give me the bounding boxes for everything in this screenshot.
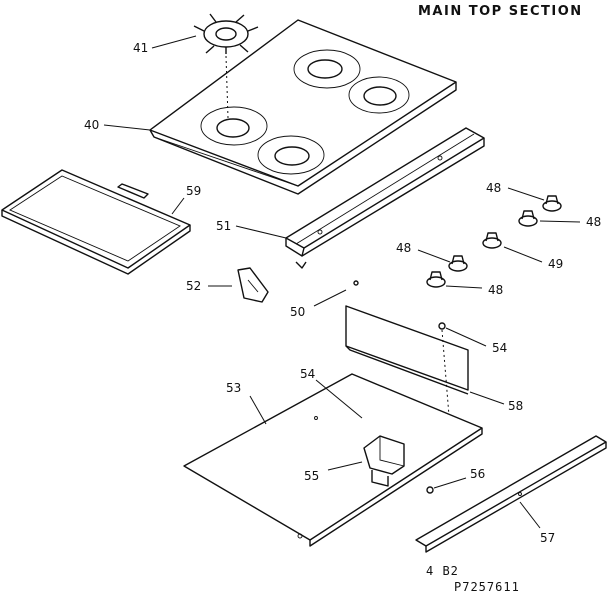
part-40-main-top bbox=[149, 19, 457, 195]
callout-48-3: 48 bbox=[396, 241, 411, 255]
callout-40: 40 bbox=[84, 118, 99, 132]
callout-55: 55 bbox=[304, 469, 319, 483]
callout-54-2: 54 bbox=[300, 367, 315, 381]
part-51-front-rail bbox=[285, 127, 485, 269]
part-48-knob-1 bbox=[542, 195, 562, 212]
callout-56: 56 bbox=[470, 467, 485, 481]
part-54-screw-1 bbox=[438, 322, 446, 330]
part-48-knob-4 bbox=[426, 271, 446, 288]
callout-41: 41 bbox=[133, 41, 148, 55]
part-50-screw bbox=[353, 280, 359, 286]
callout-48-1: 48 bbox=[486, 181, 501, 195]
callout-58: 58 bbox=[508, 399, 523, 413]
alignment-line-54 bbox=[441, 329, 451, 429]
callout-49: 49 bbox=[548, 257, 563, 271]
part-48-knob-2 bbox=[518, 210, 538, 227]
alignment-line-grate bbox=[225, 55, 229, 119]
callout-59: 59 bbox=[186, 184, 201, 198]
callout-57: 57 bbox=[540, 531, 555, 545]
part-52-bracket bbox=[237, 267, 269, 303]
callout-53: 53 bbox=[226, 381, 241, 395]
callout-51: 51 bbox=[216, 219, 231, 233]
callout-54-1: 54 bbox=[492, 341, 507, 355]
callout-50: 50 bbox=[290, 305, 305, 319]
leader-lines bbox=[103, 35, 581, 529]
footer-code-1: 4 B2 bbox=[426, 564, 459, 578]
part-48-knob-3 bbox=[448, 255, 468, 272]
part-49-knob bbox=[482, 232, 502, 249]
footer-code-2: P7257611 bbox=[454, 580, 520, 594]
callout-48-2: 48 bbox=[586, 215, 601, 229]
part-41-burner-grate bbox=[193, 13, 259, 54]
part-53-bottom-plate bbox=[183, 373, 483, 547]
callout-48-4: 48 bbox=[488, 283, 503, 297]
callout-52: 52 bbox=[186, 279, 201, 293]
part-55-bracket bbox=[363, 435, 405, 487]
part-59-tray bbox=[1, 169, 191, 275]
diagram-title: MAIN TOP SECTION bbox=[418, 4, 583, 19]
part-57-strip bbox=[415, 435, 607, 553]
part-58-panel bbox=[345, 305, 469, 395]
part-56-screw bbox=[426, 486, 434, 494]
